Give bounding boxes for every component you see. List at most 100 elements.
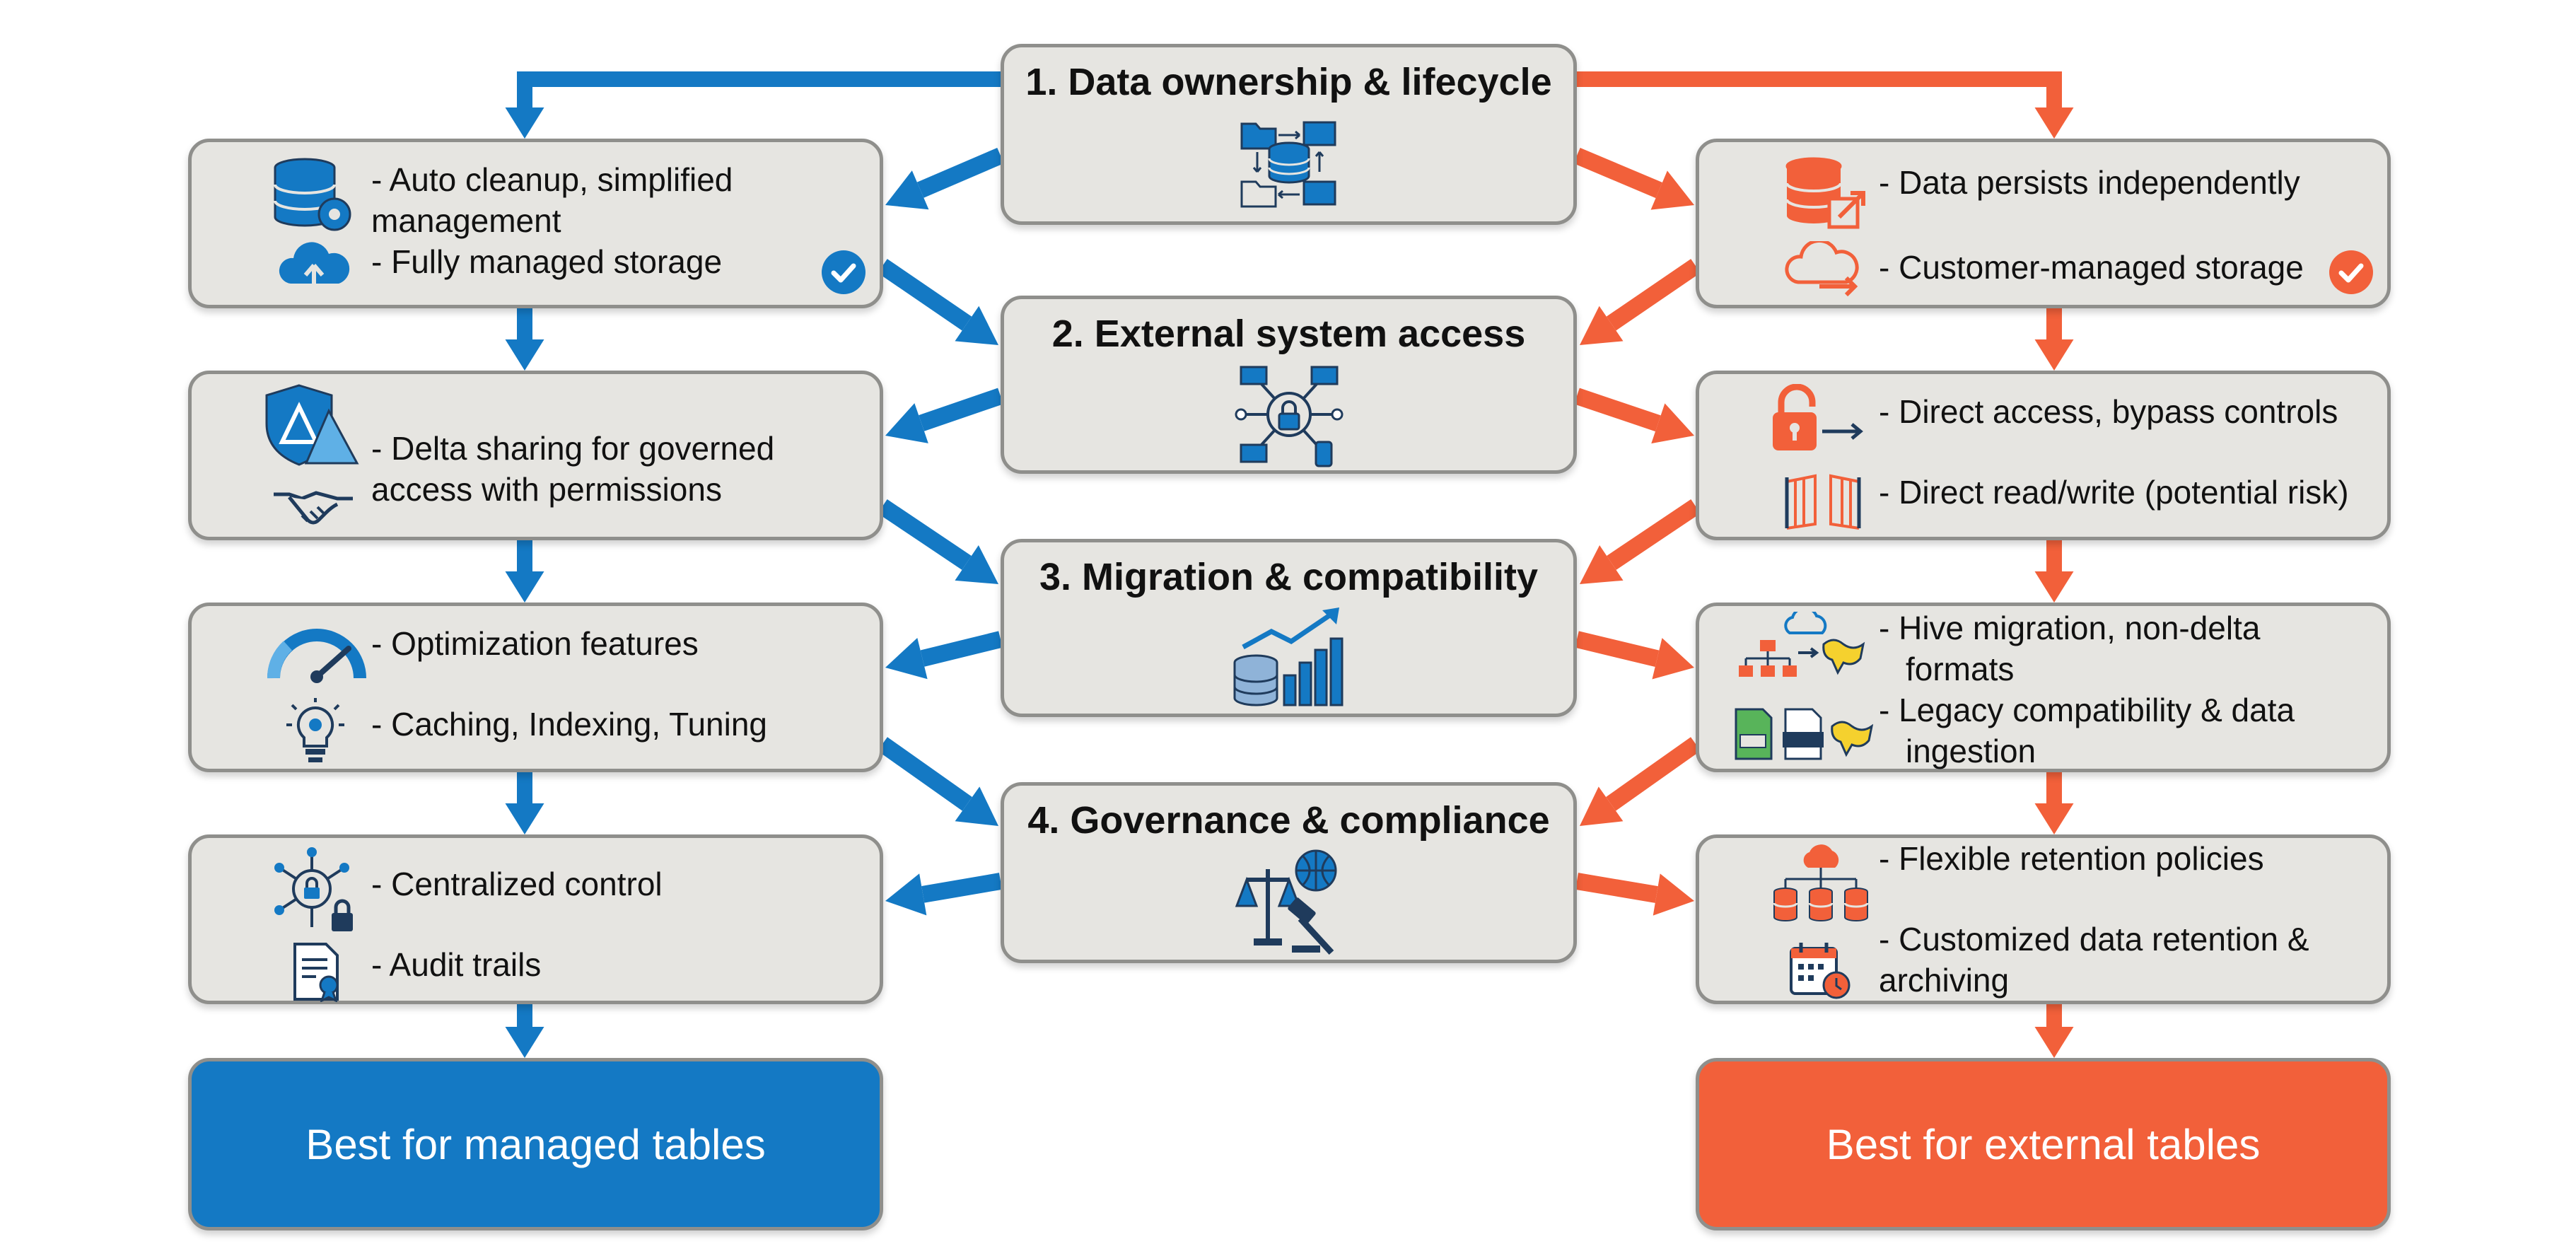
external-down-arrow-4-head	[2034, 1027, 2074, 1058]
criterion-to-managed-1-head	[885, 170, 929, 210]
criterion-to-external-2-head	[1651, 403, 1694, 444]
scales-gavel-globe-icon	[1235, 849, 1336, 955]
external-row-4: - Flexible retention policies - Customiz…	[1696, 834, 2391, 1004]
legacy-files-icon	[1735, 708, 1873, 760]
criterion-box-access: 2. External system access	[1001, 296, 1577, 474]
criterion-title: 3. Migration & compatibility	[1039, 556, 1539, 598]
external-line: - Customer-managed storage	[1879, 249, 2304, 286]
open-gate-icon	[1785, 474, 1861, 530]
criterion-to-external-3-shaft	[1575, 631, 1660, 668]
managed-down-arrow-4-head	[505, 1027, 544, 1058]
criterion-to-external-4-head	[1653, 873, 1694, 916]
handshake-icon	[274, 491, 353, 525]
database-growth-chart-icon	[1233, 607, 1343, 706]
criterion-to-external-4-shaft	[1575, 873, 1658, 903]
external-line: archiving	[1879, 962, 2010, 999]
criterion-title: 4. Governance & compliance	[1027, 799, 1550, 842]
criterion-to-managed-1-shaft	[916, 147, 1004, 198]
managed-row-1: - Auto cleanup, simplified management - …	[188, 139, 883, 308]
external-verdict: Best for external tables	[1696, 1058, 2391, 1230]
criterion-to-managed-3-head	[885, 637, 928, 680]
check-badge-icon	[822, 250, 866, 294]
criterion-to-managed-2-shaft	[919, 388, 1003, 431]
criterion-box-ownership: 1. Data ownership & lifecycle	[1001, 44, 1577, 225]
criterion-to-external-2-shaft	[1574, 388, 1661, 432]
delta-shield-icon	[265, 384, 359, 466]
managed-to-criterion-4-shaft	[878, 737, 972, 811]
criterion-box-migration: 3. Migration & compatibility	[1001, 539, 1577, 717]
criterion-to-managed-2-head	[885, 403, 928, 443]
criterion-to-external-1-head	[1650, 170, 1694, 210]
managed-to-criterion-3-shaft	[878, 499, 972, 570]
external-to-criterion-3-shaft	[1607, 499, 1701, 570]
external-line: - Direct access, bypass controls	[1879, 393, 2338, 430]
lightbulb-gear-icon	[286, 698, 344, 762]
external-line: - Customized data retention &	[1879, 921, 2309, 958]
external-line: formats	[1906, 651, 2015, 687]
managed-line: management	[371, 202, 561, 239]
network-lock-icon	[1235, 366, 1343, 467]
managed-line: - Caching, Indexing, Tuning	[371, 706, 768, 743]
external-line: - Legacy compatibility & data	[1879, 692, 2295, 728]
external-to-criterion-4-head	[1580, 786, 1624, 826]
cloud-databases-icon	[1773, 844, 1869, 921]
external-line: - Direct read/write (potential risk)	[1879, 474, 2349, 511]
calendar-clock-icon	[1790, 943, 1851, 999]
external-to-criterion-3-head	[1580, 545, 1624, 584]
criterion-to-managed-4-shaft	[921, 873, 1003, 903]
managed-to-criterion-2-head	[955, 306, 998, 345]
top-left-arrow-head	[505, 107, 544, 139]
external-down-arrow-1-head	[2034, 339, 2074, 371]
external-row-1: - Data persists independently - Customer…	[1696, 139, 2391, 308]
managed-line: - Delta sharing for governed	[371, 430, 775, 467]
managed-to-criterion-2-shaft	[878, 259, 972, 331]
managed-row-3: - Optimization features - Caching, Index…	[188, 603, 883, 772]
top-right-connector	[1574, 71, 2062, 106]
managed-line: access with permissions	[371, 471, 722, 508]
criterion-title: 2. External system access	[1051, 313, 1526, 355]
database-external-link-icon	[1785, 157, 1865, 229]
top-left-connector	[517, 71, 1004, 106]
criterion-to-managed-4-head	[885, 873, 927, 916]
criterion-title: 1. Data ownership & lifecycle	[1025, 61, 1552, 103]
external-to-criterion-2-shaft	[1606, 259, 1701, 331]
external-line: - Data persists independently	[1879, 164, 2300, 201]
certificate-document-icon	[293, 943, 339, 1002]
managed-line: - Auto cleanup, simplified	[371, 161, 733, 198]
check-badge-icon	[2329, 250, 2373, 294]
cloud-arrow-icon	[1785, 241, 1859, 297]
external-row-3: - Hive migration, non-delta formats - Le…	[1696, 603, 2391, 772]
criterion-to-external-1-shaft	[1573, 147, 1662, 199]
external-to-criterion-2-head	[1580, 306, 1624, 345]
managed-verdict: Best for managed tables	[188, 1058, 883, 1230]
managed-to-criterion-3-head	[955, 545, 998, 584]
external-line: - Flexible retention policies	[1879, 840, 2264, 877]
managed-line: - Centralized control	[371, 866, 663, 902]
external-down-arrow-3-head	[2034, 803, 2074, 834]
managed-down-arrow-1-head	[505, 339, 544, 371]
external-to-criterion-4-shaft	[1606, 737, 1701, 811]
managed-row-2: - Delta sharing for governed access with…	[188, 371, 883, 540]
hive-migration-icon	[1739, 612, 1865, 677]
cloud-upload-icon	[279, 242, 350, 293]
external-line: ingestion	[1906, 733, 2036, 769]
database-gear-icon	[274, 158, 351, 231]
criterion-to-managed-3-shaft	[920, 631, 1003, 667]
managed-row-4: - Centralized control - Audit trails	[188, 834, 883, 1004]
unlocked-padlock-icon	[1773, 384, 1863, 450]
hub-lock-icon	[274, 847, 353, 931]
managed-line: - Audit trails	[371, 946, 542, 983]
external-row-2: - Direct access, bypass controls - Direc…	[1696, 371, 2391, 540]
criterion-to-external-3-head	[1652, 638, 1694, 680]
external-line: - Hive migration, non-delta	[1879, 610, 2261, 646]
managed-down-arrow-2-head	[505, 571, 544, 603]
folder-database-sync-icon	[1240, 121, 1336, 208]
criterion-box-governance: 4. Governance & compliance	[1001, 782, 1577, 963]
speedometer-icon	[267, 629, 366, 683]
managed-line: - Optimization features	[371, 625, 699, 662]
managed-to-criterion-4-head	[955, 786, 998, 826]
managed-down-arrow-3-head	[505, 803, 544, 834]
top-right-arrow-head	[2034, 107, 2074, 139]
external-down-arrow-2-head	[2034, 571, 2074, 603]
managed-line: - Fully managed storage	[371, 243, 723, 280]
